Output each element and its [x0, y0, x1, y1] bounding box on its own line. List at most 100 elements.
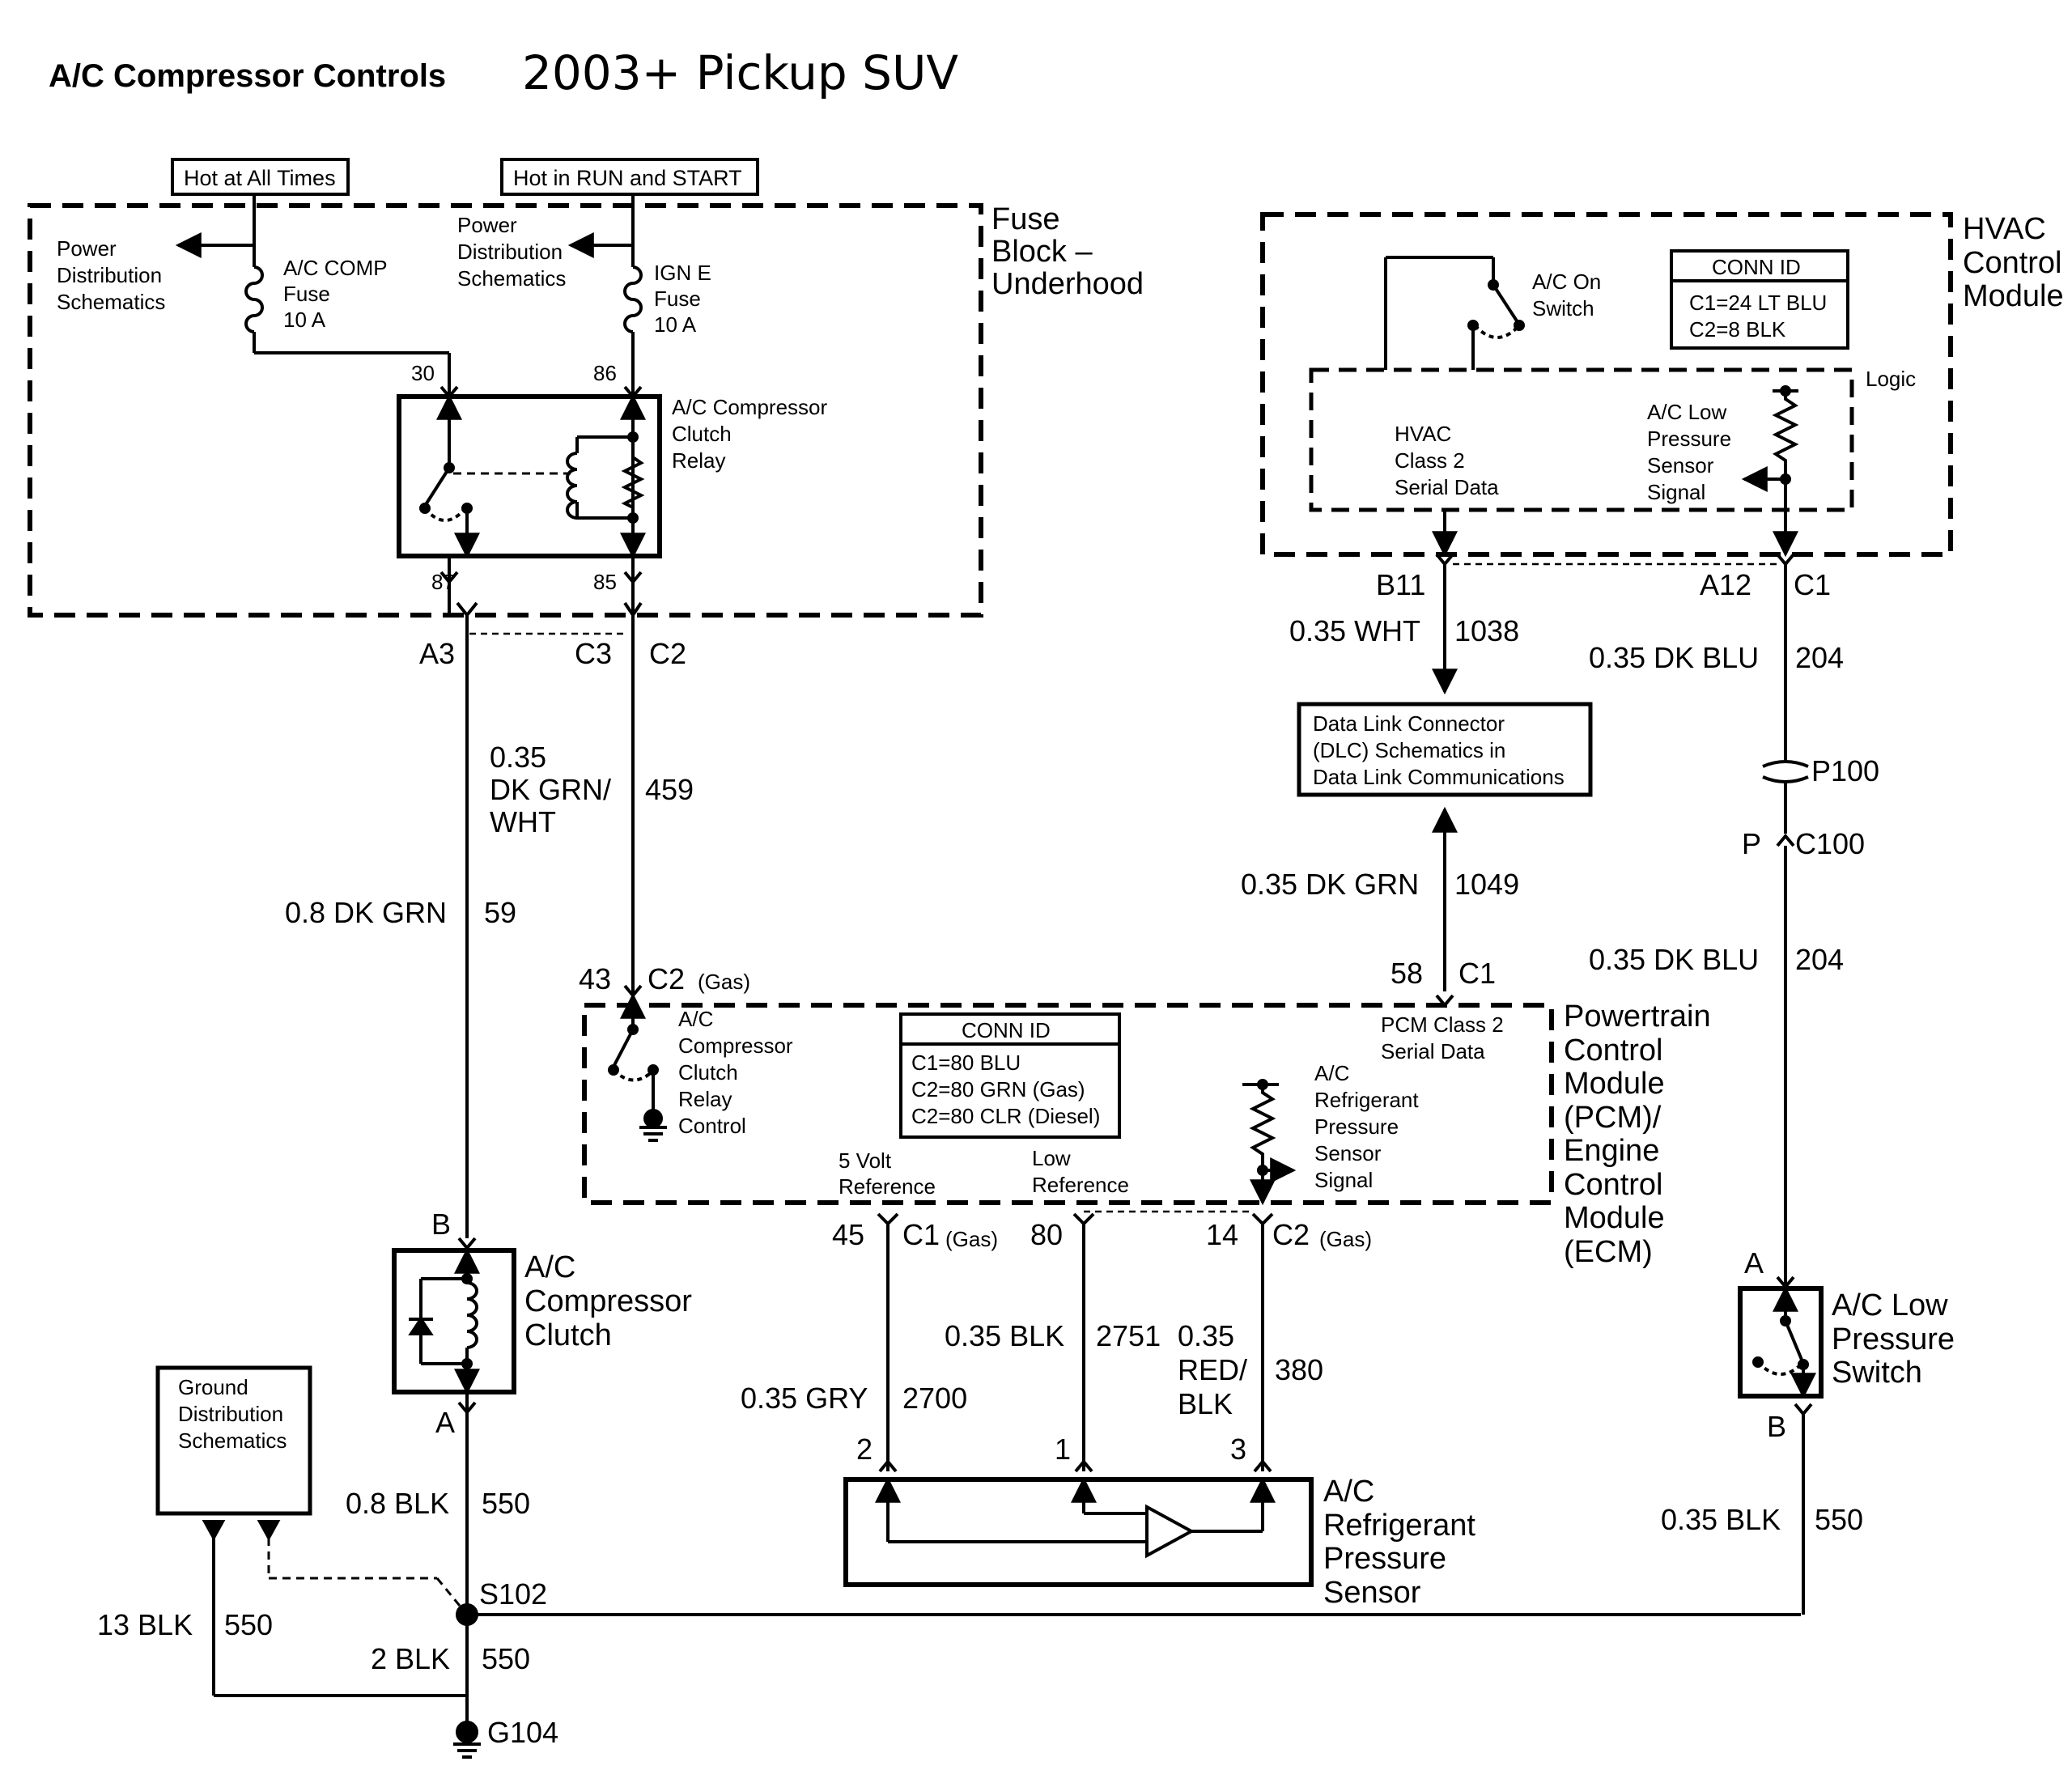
hvac-serial-label: HVAC Class 2 Serial Data [1395, 422, 1499, 499]
svg-text:Data Link Connector: Data Link Connector [1313, 711, 1505, 736]
ac-comp-fuse-label: A/C COMP Fuse 10 A [283, 256, 388, 332]
relay-pin-86: 86 [593, 361, 617, 385]
relay-label: A/C Compressor Clutch Relay [672, 395, 827, 473]
svg-text:Clutch: Clutch [672, 422, 732, 446]
svg-text:Pressure: Pressure [1323, 1542, 1446, 1576]
svg-text:Low: Low [1032, 1146, 1071, 1170]
connector-c100: C100 [1795, 827, 1865, 860]
svg-text:Pressure: Pressure [1647, 427, 1731, 451]
svg-text:Fuse: Fuse [283, 282, 330, 306]
connector-p: P [1742, 827, 1761, 860]
ac-comp-fuse-circuit [175, 194, 451, 397]
svg-text:Distribution: Distribution [57, 263, 162, 287]
clutch-pin-a: A [435, 1406, 455, 1439]
svg-text:Reference: Reference [839, 1174, 936, 1199]
hvac-conn-id-box: CONN ID C1=24 LT BLU C2=8 BLK [1670, 249, 1849, 350]
svg-text:0.35 WHT: 0.35 WHT [1289, 614, 1420, 647]
svg-text:Signal: Signal [1647, 480, 1705, 504]
five-volt-ref-label: 5 Volt Reference [839, 1148, 936, 1199]
svg-text:Power: Power [457, 213, 517, 237]
svg-text:Hot at All Times: Hot at All Times [184, 166, 336, 190]
relay-control-switch [608, 984, 667, 1142]
svg-text:Sensor: Sensor [1314, 1141, 1382, 1165]
ac-refrigerant-pressure-sensor [843, 1458, 1314, 1587]
ground-wires [202, 1520, 1801, 1759]
svg-text:Schematics: Schematics [57, 290, 165, 314]
svg-text:204: 204 [1795, 641, 1844, 674]
svg-text:Signal: Signal [1314, 1168, 1373, 1192]
svg-text:0.35 DK BLU: 0.35 DK BLU [1589, 641, 1759, 674]
sensor-pin-3: 3 [1230, 1433, 1246, 1466]
svg-text:A/C: A/C [1314, 1061, 1349, 1085]
sensor-label: A/C Refrigerant Pressure Sensor [1323, 1475, 1475, 1610]
svg-text:Power: Power [57, 236, 117, 261]
svg-text:A/C Low: A/C Low [1832, 1288, 1948, 1322]
svg-text:C1=24 LT BLU: C1=24 LT BLU [1689, 291, 1827, 315]
svg-text:0.35 BLK: 0.35 BLK [1661, 1503, 1781, 1536]
pcm-pin-14-note: (Gas) [1319, 1227, 1372, 1251]
pcm-conn-id-box: CONN ID C1=80 BLU C2=80 GRN (Gas) C2=80 … [899, 1012, 1121, 1139]
low-switch-pin-a: A [1744, 1246, 1764, 1280]
svg-text:A/C: A/C [1323, 1475, 1374, 1509]
low-switch-label: A/C Low Pressure Switch [1832, 1288, 1955, 1390]
svg-text:Control: Control [678, 1114, 746, 1138]
hot-at-all-times-label: Hot at All Times [171, 158, 350, 196]
svg-text:2700: 2700 [902, 1382, 967, 1415]
pcm-class2-label: PCM Class 2 Serial Data [1381, 1012, 1504, 1063]
svg-text:Data Link Communications: Data Link Communications [1313, 765, 1565, 789]
pcm-pin-43: 43 [579, 962, 611, 995]
svg-text:(PCM)/: (PCM)/ [1564, 1101, 1662, 1135]
svg-text:PCM Class 2: PCM Class 2 [1381, 1012, 1504, 1037]
svg-text:HVAC: HVAC [1963, 212, 2046, 246]
dlc-box: Data Link Connector (DLC) Schematics in … [1297, 702, 1593, 797]
ground-distribution-box: Ground Distribution Schematics [155, 1365, 312, 1516]
svg-text:Engine: Engine [1564, 1134, 1659, 1168]
refrigerant-signal-label: A/C Refrigerant Pressure Sensor Signal [1314, 1061, 1419, 1192]
wire-2700-label: 0.35 GRY 2700 [741, 1382, 967, 1415]
svg-text:Fuse: Fuse [991, 202, 1059, 236]
svg-text:0.35: 0.35 [490, 741, 546, 774]
svg-text:10 A: 10 A [283, 308, 326, 332]
clutch-pin-b: B [431, 1208, 451, 1241]
svg-text:CONN ID: CONN ID [962, 1018, 1051, 1042]
svg-text:BLK: BLK [1178, 1387, 1233, 1420]
svg-text:Switch: Switch [1532, 296, 1594, 320]
wire-204-upper-label: 0.35 DK BLU 204 [1589, 641, 1844, 674]
ac-on-switch [1384, 256, 1525, 370]
svg-text:0.35 BLK: 0.35 BLK [945, 1319, 1064, 1352]
svg-text:0.35: 0.35 [1178, 1319, 1234, 1352]
svg-text:Serial Data: Serial Data [1395, 475, 1499, 499]
svg-text:2 BLK: 2 BLK [371, 1642, 450, 1675]
svg-text:0.35 GRY: 0.35 GRY [741, 1382, 868, 1415]
ign-e-fuse-label: IGN E Fuse 10 A [654, 261, 711, 337]
low-switch-pin-b: B [1767, 1410, 1786, 1443]
hvac-module-label: HVAC Control Module [1963, 212, 2064, 313]
svg-text:Sensor: Sensor [1323, 1576, 1421, 1610]
power-dist-left-label: Power Distribution Schematics [57, 236, 165, 314]
svg-text:RED/: RED/ [1178, 1353, 1247, 1386]
svg-text:Distribution: Distribution [178, 1402, 283, 1426]
svg-text:C2=80 GRN (Gas): C2=80 GRN (Gas) [911, 1077, 1085, 1101]
svg-text:59: 59 [484, 896, 516, 929]
svg-text:A/C On: A/C On [1532, 270, 1601, 294]
relay-pin-30: 30 [411, 361, 435, 385]
pcm-c1: C1 [1458, 957, 1496, 990]
svg-text:(ECM): (ECM) [1564, 1235, 1653, 1269]
ground-g104: G104 [487, 1716, 558, 1749]
hvac-pin-b11: B11 [1376, 568, 1425, 601]
svg-text:Module: Module [1564, 1201, 1665, 1235]
hvac-pin-a12: A12 [1700, 568, 1751, 601]
svg-text:13 BLK: 13 BLK [97, 1608, 193, 1641]
pcm-bottom-wires [877, 1210, 1274, 1471]
svg-text:10 A: 10 A [654, 312, 697, 337]
svg-text:550: 550 [1815, 1503, 1863, 1536]
sensor-pin-2: 2 [856, 1433, 873, 1466]
pcm-label: Powertrain Control Module (PCM)/ Engine … [1564, 1000, 1711, 1269]
svg-text:Sensor: Sensor [1647, 453, 1714, 478]
svg-text:Pressure: Pressure [1832, 1322, 1955, 1356]
svg-text:Control: Control [1564, 1168, 1663, 1202]
svg-text:0.35 DK GRN: 0.35 DK GRN [1241, 868, 1419, 901]
svg-text:C2=8 BLK: C2=8 BLK [1689, 317, 1786, 342]
svg-text:Pressure: Pressure [1314, 1114, 1399, 1139]
pcm-pin-45-conn: C1 [902, 1218, 940, 1251]
